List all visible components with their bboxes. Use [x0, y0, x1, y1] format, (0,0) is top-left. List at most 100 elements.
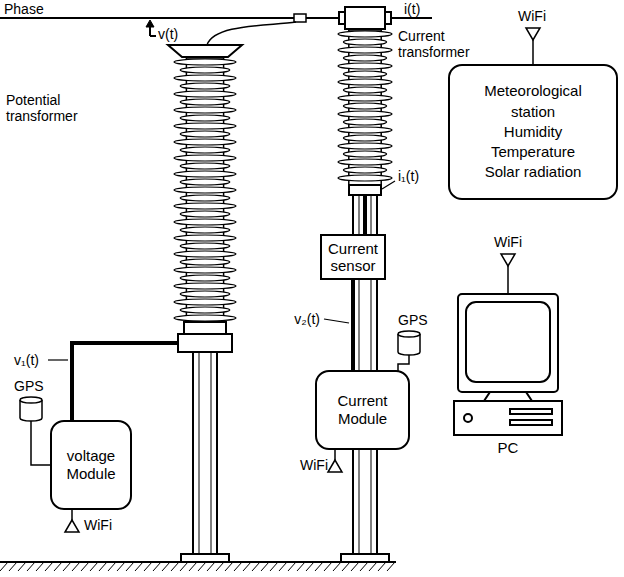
hatch-line [54, 562, 62, 571]
ct-base [349, 185, 381, 195]
hatch-line [378, 562, 386, 571]
insulator-shed [338, 159, 392, 165]
insulator-shed [343, 151, 386, 157]
insulator-shed [338, 63, 392, 69]
signal-cable [351, 280, 355, 370]
monitor-stand [484, 392, 532, 401]
insulator-shed [338, 175, 392, 181]
ct-head [345, 7, 385, 29]
hatch-line [333, 562, 341, 571]
hatch-line [243, 562, 251, 571]
gps-wire [31, 421, 52, 465]
gps-antenna [20, 397, 42, 403]
signal-label: i(t) [404, 1, 420, 17]
insulator-shed [180, 131, 230, 137]
hatch-line [72, 562, 80, 571]
device-label: Current transformer [398, 28, 488, 60]
hatch-line [342, 562, 350, 571]
hatch-line [18, 562, 26, 571]
insulator-shed [338, 47, 392, 53]
hatch-line [198, 562, 206, 571]
insulator-shed [343, 39, 386, 45]
hatch-line [162, 562, 170, 571]
arrow-head [146, 20, 154, 27]
screen [466, 302, 550, 382]
hatch-line [9, 562, 17, 571]
hatch-line [135, 562, 143, 571]
insulator-shed [180, 83, 230, 89]
insulator-shed [174, 283, 236, 289]
insulator-shed [180, 115, 230, 121]
insulator-shed [180, 275, 230, 281]
signal-label: v₁(t) [14, 352, 39, 368]
wifi-antenna [328, 460, 342, 472]
hatch-line [324, 562, 332, 571]
insulator-shed [174, 59, 236, 65]
insulator-shed [180, 67, 230, 73]
insulator-shed [338, 31, 392, 37]
hatch-line [234, 562, 242, 571]
gps-antenna [398, 331, 420, 337]
insulator-shed [180, 243, 230, 249]
pt-pole [193, 352, 217, 556]
hatch-line [189, 562, 197, 571]
hatch-line [306, 562, 314, 571]
insulator-shed [174, 187, 236, 193]
current-module-box: Current Module [315, 370, 410, 450]
ground-hatch [0, 562, 395, 571]
hatch-line [180, 562, 188, 571]
hatch-line [270, 562, 278, 571]
gps-label: GPS [14, 378, 44, 394]
hatch-line [81, 562, 89, 571]
hatch-line [216, 562, 224, 571]
signal-label: i₁(t) [398, 168, 419, 184]
node-text: PC [452, 439, 564, 456]
insulator-shed [174, 219, 236, 225]
voltage-cable [72, 343, 178, 424]
insulator-shed [180, 291, 230, 297]
hatch-line [369, 562, 377, 571]
hatch-line [252, 562, 260, 571]
insulator-shed [343, 71, 386, 77]
phase-label: Phase [4, 1, 44, 17]
hatch-line [27, 562, 35, 571]
insulator-shed [174, 251, 236, 257]
hatch-line [90, 562, 98, 571]
insulator-shed [338, 79, 392, 85]
insulator-shed [180, 99, 230, 105]
hatch-line [0, 562, 8, 571]
pt-insulator [174, 58, 236, 322]
hatch-line [108, 562, 116, 571]
drive-slot [510, 409, 552, 414]
ground-line [0, 561, 396, 563]
monitor [458, 294, 558, 392]
leader-line [48, 359, 68, 360]
insulator-shed [180, 259, 230, 265]
leader-line [324, 319, 349, 323]
insulator-shed [174, 75, 236, 81]
node-text: voltage Module [58, 447, 124, 483]
hatch-line [225, 562, 233, 571]
drive-slot [510, 420, 552, 425]
node-text: Solar radiation [472, 162, 594, 182]
node-text: Temperature [472, 142, 594, 162]
insulator-shed [343, 167, 386, 173]
node-text: Meteorological station [472, 81, 594, 122]
insulator-shed [343, 135, 386, 141]
wifi-label: WiFi [84, 517, 112, 533]
wifi-antenna [65, 520, 79, 532]
current-cable [363, 195, 367, 236]
hatch-line [279, 562, 287, 571]
leader-line [382, 181, 395, 189]
hatch-line [297, 562, 305, 571]
wifi-antenna [532, 40, 534, 66]
pt-base [184, 322, 226, 334]
insulator-shed [174, 235, 236, 241]
pc-icon-group [454, 294, 562, 435]
insulator-shed [180, 227, 230, 233]
current-sensor-box: Current sensor [320, 234, 386, 280]
insulator-shed [180, 307, 230, 313]
hatch-line [153, 562, 161, 571]
insulator-shed [174, 91, 236, 97]
hatch-line [171, 562, 179, 571]
